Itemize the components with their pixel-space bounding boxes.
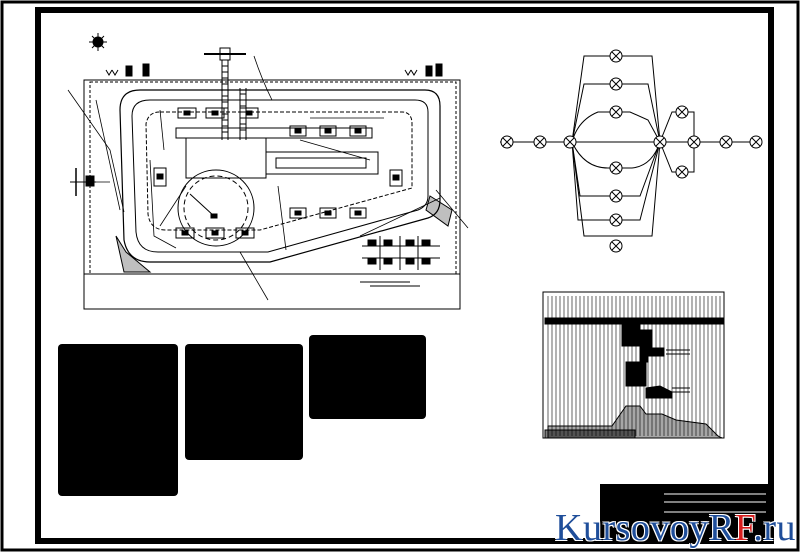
lamp-14: [687, 135, 701, 149]
lamp-15: [719, 135, 733, 149]
table-blocks: [58, 335, 426, 496]
load-profile-diagram: [542, 291, 725, 439]
profile-shape-mid: [645, 385, 673, 399]
drawing-frame: [35, 7, 774, 544]
watermark-suffix: .ru: [753, 507, 796, 549]
site-boundary: [83, 79, 461, 310]
lamp-5: [609, 77, 623, 91]
equipment-blocks: [153, 107, 403, 239]
table-block-2: [185, 344, 303, 460]
table-block-1: [58, 344, 178, 496]
substation-equipment: [360, 236, 440, 287]
watermark-accent: F: [734, 507, 754, 549]
lamp-10: [609, 239, 623, 253]
lamp-7: [609, 161, 623, 175]
lamp-13: [675, 165, 689, 179]
lamp-set: [500, 49, 763, 253]
title-block: [600, 484, 771, 541]
access-tower: [204, 47, 247, 140]
lamp-12: [675, 105, 689, 119]
building-annex: [175, 127, 373, 139]
lamp-1: [500, 135, 514, 149]
mast-group-right: [404, 63, 443, 77]
lamp-16: [749, 135, 763, 149]
lamp-11: [653, 135, 667, 149]
round-tank-inner: [183, 175, 249, 241]
lamp-2: [533, 135, 547, 149]
road-inner: [131, 99, 429, 253]
yard-boundary: [145, 111, 413, 231]
embankment-right: [425, 195, 453, 227]
lamp-3: [563, 135, 577, 149]
compass-rose-icon: [89, 33, 107, 51]
entry-point: [70, 168, 96, 196]
table-block-3: [309, 335, 426, 419]
round-tank-outer: [177, 169, 255, 247]
lamp-4: [609, 49, 623, 63]
watermark-prefix: KursovoyR: [555, 507, 735, 549]
profile-shape-top: [621, 323, 665, 363]
lamp-6: [609, 105, 623, 119]
lamp-9: [609, 213, 623, 227]
process-line: [265, 151, 379, 175]
cable-routes: [67, 55, 469, 301]
lamp-8: [609, 189, 623, 203]
road-outer: [119, 89, 441, 263]
site-plan: [67, 33, 469, 310]
mast-group-left: [105, 63, 150, 77]
site-watermark: KursovoyRF.ru: [555, 506, 796, 550]
embankment-left: [115, 235, 152, 273]
